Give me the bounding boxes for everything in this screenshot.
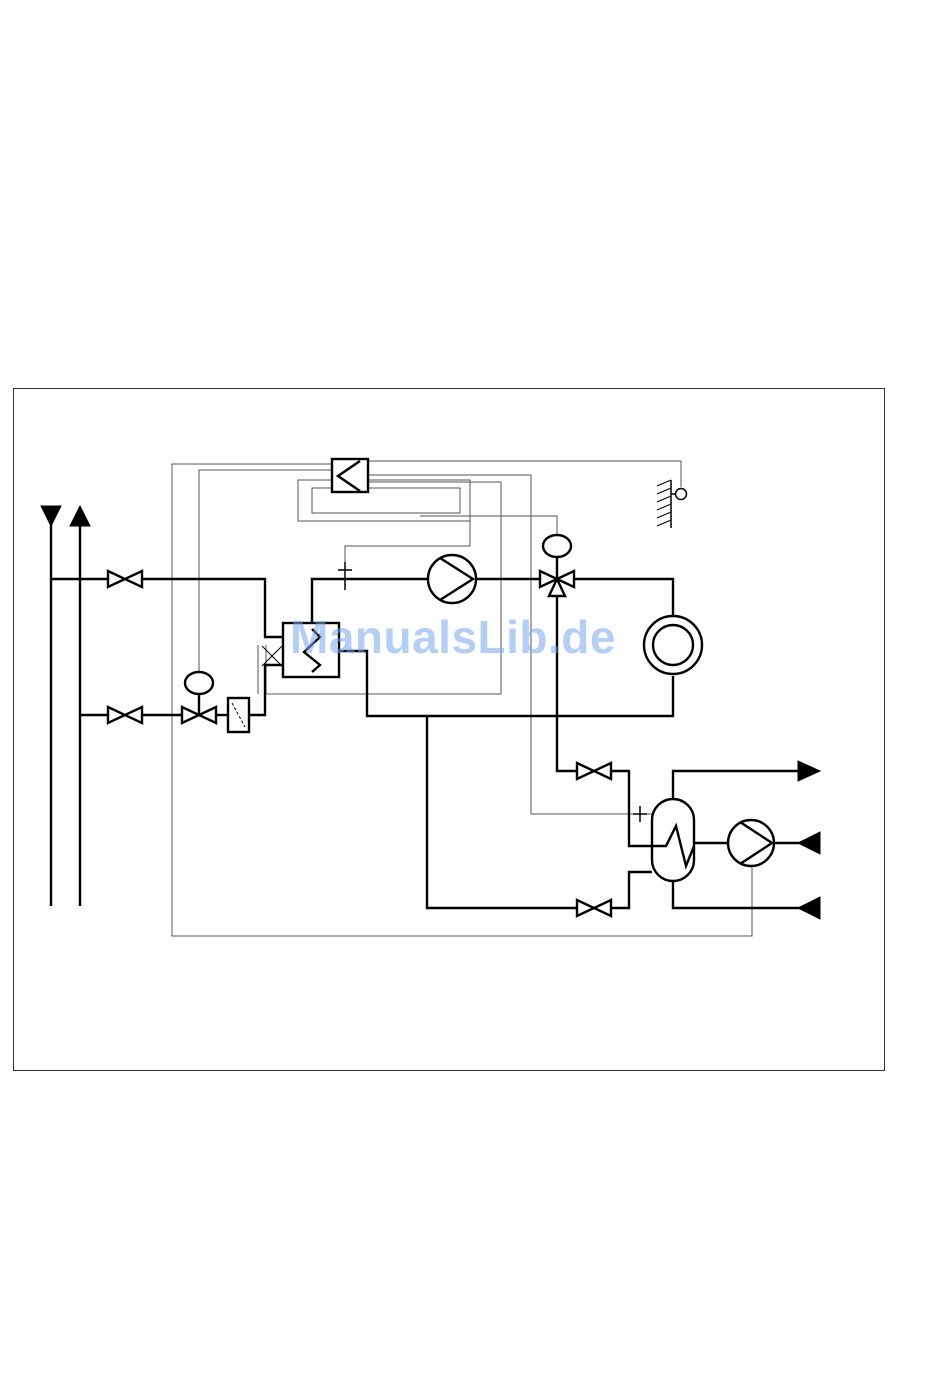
motorized-valve-icon bbox=[182, 672, 216, 723]
temperature-sensor-icon bbox=[338, 562, 352, 590]
return-header bbox=[70, 506, 90, 906]
primary-piping bbox=[51, 579, 283, 715]
pump-icon bbox=[428, 555, 476, 603]
isolation-valve-icon bbox=[577, 900, 611, 916]
watermark: ManualsLib.de bbox=[290, 610, 616, 664]
isolation-valve-icon bbox=[108, 707, 142, 723]
pump-icon bbox=[728, 820, 774, 866]
hot-water-outlet-arrow-icon bbox=[798, 761, 820, 781]
mixing-valve-icon bbox=[540, 535, 574, 596]
hot-water-tank-icon bbox=[633, 799, 694, 881]
radiator-icon bbox=[644, 616, 702, 674]
supply-header bbox=[41, 506, 61, 906]
isolation-valve-icon bbox=[108, 571, 142, 587]
return-up-arrow-icon bbox=[70, 506, 90, 526]
controller-icon bbox=[332, 459, 368, 492]
circulation-inlet-arrow-icon bbox=[798, 832, 820, 854]
outdoor-sensor-icon bbox=[657, 480, 687, 528]
cold-water-inlet-arrow-icon bbox=[798, 897, 820, 919]
isolation-valve-icon bbox=[577, 763, 611, 779]
filter-icon bbox=[228, 698, 249, 732]
supply-down-arrow-icon bbox=[41, 506, 61, 526]
